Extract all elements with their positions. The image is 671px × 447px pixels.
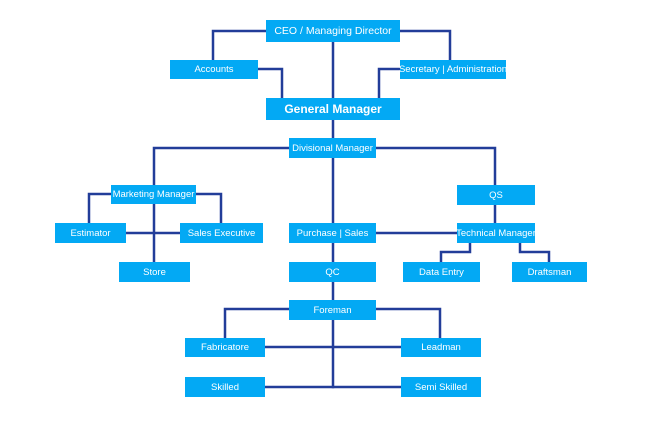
node-sales-executive: Sales Executive [180, 223, 263, 243]
node-skilled: Skilled [185, 377, 265, 397]
node-accounts: Accounts [170, 60, 258, 79]
node-draftsman: Draftsman [512, 262, 587, 282]
node-foreman: Foreman [289, 300, 376, 320]
node-divisional-manager: Divisional Manager [289, 138, 376, 158]
node-semi-skilled: Semi Skilled [401, 377, 481, 397]
node-fabricatore: Fabricatore [185, 338, 265, 357]
node-marketing-manager: Marketing Manager [111, 185, 196, 204]
node-leadman: Leadman [401, 338, 481, 357]
node-qs: QS [457, 185, 535, 205]
node-data-entry: Data Entry [403, 262, 480, 282]
node-ceo: CEO / Managing Director [266, 20, 400, 42]
node-general-manager: General Manager [266, 98, 400, 120]
node-purchase-sales: Purchase | Sales [289, 223, 376, 243]
node-technical-manager: Technical Manager [456, 223, 536, 243]
node-store: Store [119, 262, 190, 282]
node-secretary: Secretary | Administration [399, 60, 507, 79]
node-qc: QC [289, 262, 376, 282]
node-estimator: Estimator [55, 223, 126, 243]
